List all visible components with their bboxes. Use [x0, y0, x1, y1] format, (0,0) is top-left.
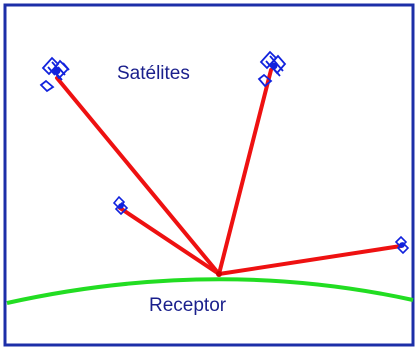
signal-lines — [55, 68, 403, 276]
diagram-frame — [3, 3, 415, 347]
satellite-top-right — [257, 50, 287, 88]
receiver-label: Receptor — [149, 295, 227, 316]
satellite-left-low — [112, 195, 129, 216]
satellites-label: Satélites — [117, 63, 190, 84]
satellite-right — [394, 235, 410, 255]
signal-line-left-low — [118, 206, 221, 276]
satellite-left-high — [39, 56, 70, 93]
receiver-point — [216, 271, 222, 277]
signal-line-top-right — [217, 68, 273, 276]
signal-line-right — [217, 244, 403, 276]
earth-surface-curve — [6, 277, 414, 305]
signal-line-left-high — [55, 76, 221, 276]
